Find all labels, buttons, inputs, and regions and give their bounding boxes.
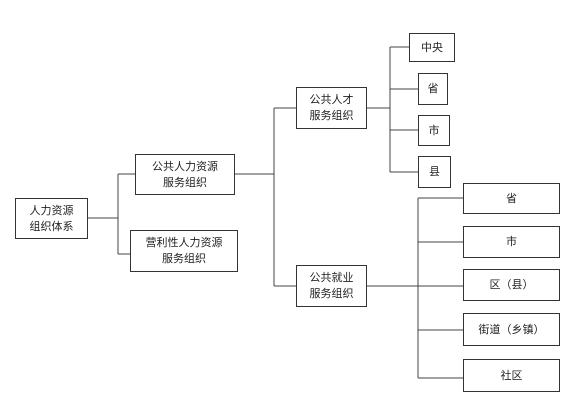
public-hr-line1: 公共人力资源 <box>152 159 218 173</box>
talent-level-city-label: 市 <box>428 123 440 137</box>
talent-level-central-label: 中央 <box>421 40 443 54</box>
employment-level-city-label: 市 <box>506 235 517 248</box>
public-hr-node: 公共人力资源 服务组织 <box>135 154 235 195</box>
talent-level-city: 市 <box>418 115 450 146</box>
talent-level-central: 中央 <box>409 33 455 62</box>
commercial-hr-line1: 营利性人力资源 <box>145 236 223 249</box>
employment-level-district: 区（县） <box>463 269 560 301</box>
talent-level-province: 省 <box>418 73 448 105</box>
public-hr-line2: 服务组织 <box>163 175 207 189</box>
employment-level-street-label: 街道（乡镇） <box>478 322 545 336</box>
employment-service-node: 公共就业 服务组织 <box>296 265 367 307</box>
talent-service-node: 公共人才 服务组织 <box>296 87 367 129</box>
employment-level-street: 街道（乡镇） <box>463 313 560 346</box>
root-node: 人力资源 组织体系 <box>15 198 88 239</box>
commercial-hr-line2: 服务组织 <box>162 252 206 265</box>
employment-level-province: 省 <box>463 183 560 214</box>
talent-level-county: 县 <box>418 156 451 188</box>
talent-level-province-label: 省 <box>427 82 439 95</box>
talent-level-county-label: 县 <box>429 165 440 178</box>
root-line1: 人力资源 <box>29 203 74 217</box>
employment-level-province-label: 省 <box>506 191 517 205</box>
employment-level-city: 市 <box>463 226 560 258</box>
employment-level-community-label: 社区 <box>500 368 523 382</box>
employment-service-line2: 服务组织 <box>309 287 354 300</box>
employment-level-district-label: 区（县） <box>489 278 534 291</box>
root-line2: 组织体系 <box>29 219 74 233</box>
talent-service-line1: 公共人才 <box>309 93 354 106</box>
employment-level-community: 社区 <box>463 359 560 392</box>
employment-service-line1: 公共就业 <box>309 271 354 284</box>
talent-service-line2: 服务组织 <box>309 109 354 122</box>
commercial-hr-node: 营利性人力资源 服务组织 <box>130 230 238 272</box>
